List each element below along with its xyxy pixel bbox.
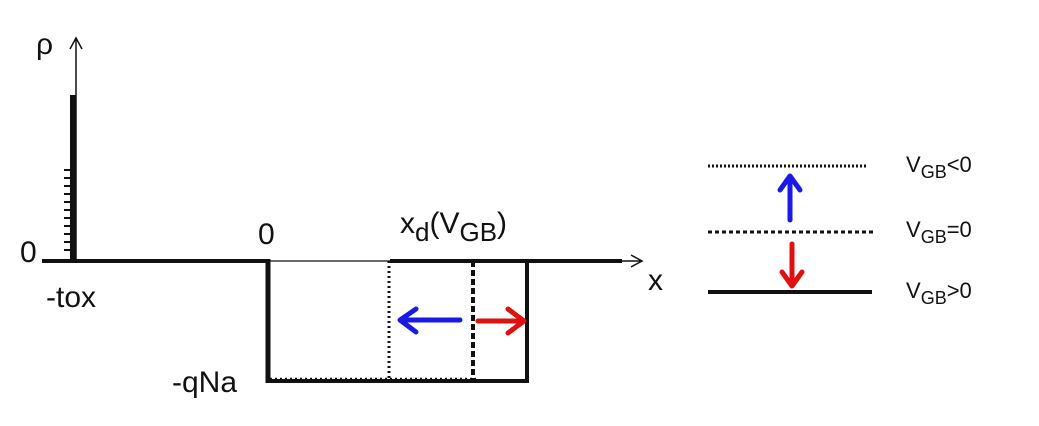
legend-label-negative: VGB<0 [906,152,972,182]
oxide-charge-spike [64,95,76,260]
origin-label: 0 [20,236,37,269]
red-arrow-right [475,306,527,336]
legend-blue-up-arrow [777,173,803,223]
x-axis-label: x [648,264,663,297]
qna-label: -qNa [172,366,237,399]
legend-red-down-arrow [779,241,805,289]
y-axis-label: ρ [36,28,53,61]
blue-arrow-left [397,306,463,335]
zero-label: 0 [258,218,275,251]
depletion-width-label: xd(VGB) [400,207,507,247]
legend-label-positive: VGB>0 [906,278,972,308]
legend-label-zero: VGB=0 [906,217,972,247]
tox-label: -tox [46,281,96,314]
